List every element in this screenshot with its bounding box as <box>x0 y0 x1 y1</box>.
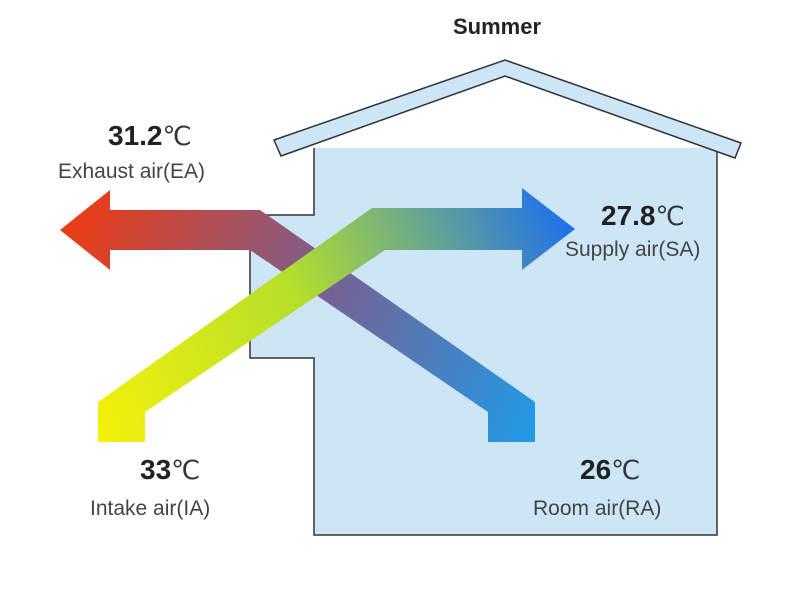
house-roof <box>272 59 742 159</box>
exhaust-air-temperature-unit: ℃ <box>162 121 192 151</box>
intake-air-temperature-unit: ℃ <box>171 455 201 485</box>
supply-air-temperature: 27.8℃ <box>601 200 685 232</box>
season-title: Summer <box>453 14 542 39</box>
supply-air-arrow <box>98 188 575 442</box>
intake-air-temperature: 33℃ <box>140 454 200 486</box>
room-air-temperature: 26℃ <box>580 454 640 486</box>
exhaust-air-temperature: 31.2℃ <box>108 120 192 152</box>
exhaust-air-temperature-value: 31.2 <box>108 120 163 151</box>
room-air-temperature-unit: ℃ <box>611 455 641 485</box>
exhaust-air-arrow <box>60 190 535 442</box>
intake-air-temperature-value: 33 <box>140 454 172 485</box>
exhaust-air-label: Exhaust air(EA) <box>58 160 206 183</box>
room-air-temperature-value: 26 <box>580 454 612 485</box>
supply-air-label: Supply air(SA) <box>565 238 701 261</box>
supply-air-temperature-value: 27.8 <box>601 200 656 231</box>
room-air-label: Room air(RA) <box>533 497 662 520</box>
supply-air-temperature-unit: ℃ <box>655 201 685 231</box>
intake-air-label: Intake air(IA) <box>90 497 211 520</box>
